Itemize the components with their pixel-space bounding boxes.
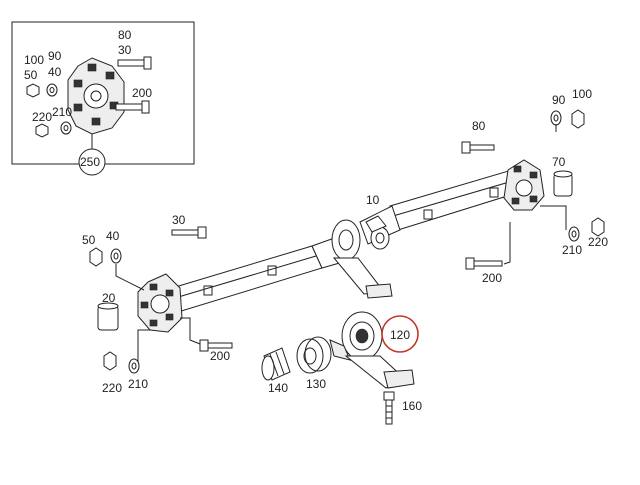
left-nut-50 — [89, 247, 103, 267]
inset-label-210: 210 — [52, 105, 72, 119]
label-left-20: 20 — [102, 291, 116, 305]
label-left-40: 40 — [106, 229, 120, 243]
left-bolt-200 — [199, 339, 233, 352]
right-nut-220 — [591, 217, 605, 237]
right-washer-210 — [568, 226, 580, 242]
driveshaft-rear-tube — [171, 245, 323, 313]
right-bolt-200 — [465, 257, 503, 270]
label-left-220: 220 — [102, 381, 122, 395]
label-top-80: 80 — [472, 119, 486, 133]
inset-washer-210 — [60, 121, 72, 135]
label-top-70: 70 — [552, 155, 566, 169]
inset-bolt-lower — [115, 100, 150, 114]
left-washer-210 — [128, 358, 140, 374]
label-left-200: 200 — [210, 349, 230, 363]
label-part-120: 120 — [390, 328, 410, 342]
inset-label-250: 250 — [80, 155, 100, 169]
label-part-160: 160 — [402, 399, 422, 413]
shaft-front-flex-disc — [503, 159, 545, 211]
label-top-100: 100 — [572, 87, 592, 101]
top-nut-100 — [571, 109, 585, 129]
inset-label-220: 220 — [32, 110, 52, 124]
inset-label-30: 30 — [118, 43, 132, 57]
top-bushing-70 — [553, 170, 573, 197]
part-120-support-bracket — [329, 311, 415, 389]
label-part-140: 140 — [268, 381, 288, 395]
label-top-90: 90 — [552, 93, 566, 107]
left-bushing-20 — [97, 302, 119, 331]
inset-label-50: 50 — [24, 68, 38, 82]
top-washer-90 — [550, 110, 562, 126]
label-center-10: 10 — [366, 193, 380, 207]
inset-label-200: 200 — [132, 86, 152, 100]
inset-nut-220 — [35, 123, 49, 138]
left-washer-40 — [110, 248, 122, 264]
label-right-200: 200 — [482, 271, 502, 285]
inset-flex-disc — [67, 57, 125, 135]
inset-label-100: 100 — [24, 53, 44, 67]
inset-bolt-upper — [117, 56, 152, 70]
left-nut-220 — [103, 351, 117, 371]
label-right-210: 210 — [562, 243, 582, 257]
driveshaft-front-tube — [389, 169, 521, 231]
label-part-130: 130 — [306, 377, 326, 391]
part-160-bolt — [383, 391, 395, 425]
top-bolt-80 — [461, 141, 495, 154]
label-mid-30: 30 — [172, 213, 186, 227]
shaft-rear-flex-disc — [137, 273, 183, 333]
inset-label-80: 80 — [118, 28, 132, 42]
shaft-support-bearing — [331, 219, 393, 299]
inset-nut-50 — [26, 83, 40, 98]
inset-label-90: 90 — [48, 49, 62, 63]
label-left-50: 50 — [82, 233, 96, 247]
inset-washer-40 — [46, 83, 58, 97]
inset-label-40: 40 — [48, 65, 62, 79]
part-130-bearing — [296, 336, 332, 374]
part-140-rubber-boot — [261, 347, 291, 381]
inset-callout-circle — [78, 148, 106, 176]
label-right-220: 220 — [588, 235, 608, 249]
label-left-210: 210 — [128, 377, 148, 391]
mid-bolt-30 — [171, 226, 207, 239]
part-120-highlight-circle — [381, 315, 419, 353]
